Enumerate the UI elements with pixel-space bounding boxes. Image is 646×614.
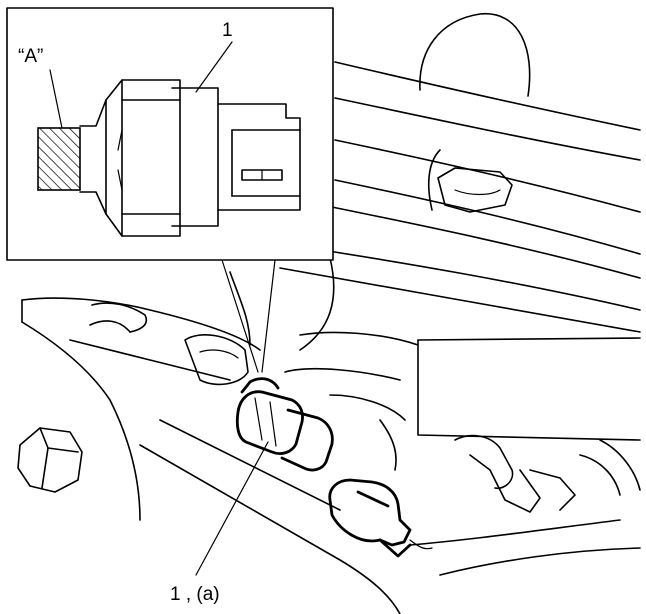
detail-inset: “A” 1 — [6, 7, 334, 373]
pressure-sensor — [235, 377, 334, 472]
thread-area-A — [37, 127, 81, 191]
leader-1-detail — [195, 41, 233, 93]
leader-A — [49, 69, 63, 129]
leader-1-main — [195, 441, 269, 576]
callout-A: “A” — [18, 46, 43, 67]
callout-1-detail: 1 — [222, 20, 233, 41]
connector-plug — [328, 478, 433, 558]
sensor-detail — [37, 79, 301, 237]
callout-1-main: 1 , (a) — [170, 584, 220, 605]
engine-background — [17, 13, 641, 614]
